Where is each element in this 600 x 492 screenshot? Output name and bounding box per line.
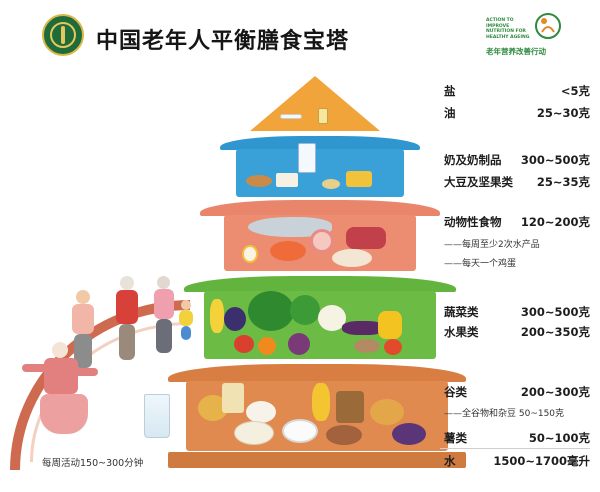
egg-icon bbox=[242, 245, 258, 263]
milk-carton-icon bbox=[298, 143, 316, 173]
campaign-logo-english: ACTION TO IMPROVE NUTRITION FOR HEALTHY … bbox=[486, 18, 530, 40]
water-divider bbox=[440, 448, 590, 449]
tier-water-base bbox=[168, 452, 466, 468]
beans-bowl-icon bbox=[326, 425, 362, 445]
animal-value: 120~200克 bbox=[520, 215, 590, 229]
child-walking bbox=[178, 300, 194, 340]
tier-grain bbox=[186, 381, 448, 451]
cheese-icon bbox=[346, 171, 372, 187]
rice-bowl-icon bbox=[282, 419, 318, 443]
vegetables-value: 300~500克 bbox=[520, 305, 590, 319]
tofu-icon bbox=[276, 173, 298, 187]
banana-icon bbox=[210, 299, 224, 333]
salt-label: 盐 bbox=[444, 84, 456, 98]
campaign-logo-caption: 老年营养改善行动 bbox=[486, 47, 546, 56]
animal-label: 动物性食物 bbox=[444, 215, 502, 229]
tier-veg-roof bbox=[184, 276, 456, 292]
tier-grain-roof bbox=[168, 364, 466, 382]
elderly-woman-pink bbox=[152, 276, 176, 356]
steamed-bun-icon bbox=[246, 401, 276, 423]
grains-note: ——全谷物和杂豆 50~150克 bbox=[444, 409, 565, 419]
shrimp-icon bbox=[270, 241, 306, 261]
water-label: 水 bbox=[444, 454, 456, 468]
ham-icon bbox=[310, 229, 334, 253]
animal-note-egg: ——每天一个鸡蛋 bbox=[444, 259, 517, 269]
salt-spoon-icon bbox=[280, 114, 302, 119]
campaign-leaf-icon bbox=[535, 13, 561, 39]
dairy-value: 300~500克 bbox=[520, 153, 590, 167]
elderly-woman-red bbox=[114, 276, 140, 362]
grains-value: 200~300克 bbox=[520, 385, 590, 399]
tier-animal bbox=[224, 215, 416, 271]
tier-dairy-roof bbox=[220, 136, 420, 150]
noodles-icon bbox=[222, 383, 244, 413]
tier-dairy bbox=[236, 143, 404, 197]
soy-nuts-label: 大豆及坚果类 bbox=[444, 175, 513, 189]
eggplant-icon bbox=[342, 321, 384, 335]
page-title: 中国老年人平衡膳食宝塔 bbox=[96, 29, 350, 54]
fruits-label: 水果类 bbox=[444, 325, 479, 339]
orange-icon bbox=[258, 337, 276, 355]
crackers-icon bbox=[370, 399, 404, 425]
soy-nuts-value: 25~35克 bbox=[536, 175, 590, 189]
sweet-potato-icon bbox=[392, 423, 426, 445]
wheat-icon bbox=[61, 26, 65, 44]
elderly-man-taichi bbox=[22, 342, 102, 442]
water-glass-icon bbox=[144, 394, 170, 438]
tubers-value: 50~100克 bbox=[528, 431, 590, 445]
bread-icon bbox=[336, 391, 364, 423]
cauliflower-icon bbox=[318, 305, 346, 331]
logo-ring bbox=[50, 22, 76, 48]
vegetables-label: 蔬菜类 bbox=[444, 305, 479, 319]
tier-animal-roof bbox=[200, 200, 440, 216]
oil-value: 25~30克 bbox=[536, 106, 590, 120]
dairy-label: 奶及奶制品 bbox=[444, 153, 502, 167]
broccoli-icon bbox=[290, 295, 320, 325]
chicken-leg-icon bbox=[332, 249, 372, 267]
tomato-icon bbox=[384, 339, 402, 355]
oil-bottle-icon bbox=[318, 108, 328, 124]
society-logo bbox=[42, 14, 84, 56]
pepper-icon bbox=[378, 311, 402, 339]
corn-icon bbox=[312, 383, 330, 421]
mushroom-icon bbox=[354, 339, 380, 353]
tubers-label: 薯类 bbox=[444, 431, 467, 445]
tier-veg bbox=[204, 291, 436, 359]
grapes-icon bbox=[224, 307, 246, 331]
campaign-logo: ACTION TO IMPROVE NUTRITION FOR HEALTHY … bbox=[486, 12, 586, 56]
salt-value: <5克 bbox=[560, 84, 590, 98]
activity-caption: 每周活动150~300分钟 bbox=[42, 458, 144, 469]
nuts-icon bbox=[246, 175, 272, 187]
elderly-man-dumbbells bbox=[68, 290, 98, 370]
leafy-greens-icon bbox=[248, 291, 294, 331]
fish-icon bbox=[248, 217, 332, 237]
meat-icon bbox=[346, 227, 386, 249]
cabbage-icon bbox=[288, 333, 310, 355]
tier-salt-oil bbox=[250, 76, 380, 131]
dumpling-plate-icon bbox=[234, 421, 274, 445]
apple-icon bbox=[234, 335, 254, 353]
beans-icon bbox=[322, 179, 340, 189]
animal-note-seafood: ——每周至少2次水产品 bbox=[444, 240, 540, 250]
grains-label: 谷类 bbox=[444, 385, 467, 399]
water-value: 1500~1700毫升 bbox=[493, 454, 590, 468]
fruits-value: 200~350克 bbox=[520, 325, 590, 339]
oil-label: 油 bbox=[444, 106, 456, 120]
